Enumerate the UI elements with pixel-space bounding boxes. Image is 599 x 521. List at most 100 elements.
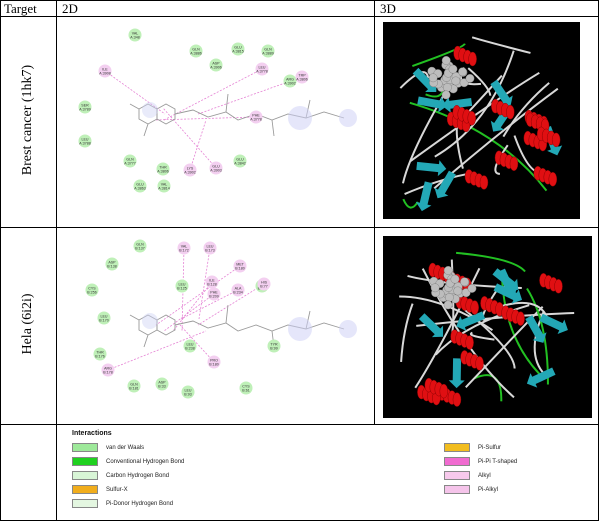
residue-name: PHE — [252, 114, 260, 118]
residue-number: B:33 — [158, 385, 165, 389]
beta-sheet — [497, 268, 518, 298]
residue-number: A:3863 — [134, 187, 145, 191]
interaction-line — [107, 330, 207, 371]
legend-label: Pi-Alkyl — [478, 486, 499, 493]
residue-number: B:178 — [103, 371, 112, 375]
alpha-helix — [460, 350, 484, 371]
residue-number: B:138 — [107, 265, 116, 269]
structure-3d-6i2i — [383, 236, 592, 418]
residue-number: B:61 — [242, 389, 249, 393]
residue-number: A:3902 — [284, 82, 295, 86]
residue-number: B:176 — [95, 355, 104, 359]
residue-name: TYR — [270, 343, 278, 347]
coil-segment — [399, 295, 493, 331]
residue-number: B:77 — [260, 285, 267, 289]
legend-label: Pi-Donor Hydrogen Bond — [106, 500, 174, 507]
interaction-line — [197, 283, 265, 326]
residue-number: B:99 — [270, 347, 277, 351]
alpha-helix — [424, 377, 449, 399]
render-background — [383, 22, 580, 219]
header-3d: 3D — [380, 1, 396, 16]
legend-label: Carbon Hydrogen Bond — [106, 472, 170, 479]
residue-number: B:93 — [184, 393, 191, 397]
ligand-structure — [129, 304, 345, 348]
left-legend-item: Conventional Hydrogen Bond — [72, 457, 184, 466]
residue-name: GLN — [126, 158, 134, 162]
residue-name: THR — [96, 351, 104, 355]
header-2d: 2D — [62, 1, 78, 16]
residue-name: ALA — [235, 287, 242, 291]
legend-label: Alkyl — [478, 472, 491, 479]
ligand-spheres — [429, 266, 477, 310]
interaction-line — [162, 107, 217, 169]
legend-label: Sulfur-X — [106, 486, 128, 493]
residue-number: A:3777 — [124, 162, 135, 166]
beta-sheet — [456, 311, 486, 331]
residue-number: A:3788 — [79, 142, 90, 146]
beta-sheet — [418, 313, 444, 338]
residue-name: GLN — [130, 383, 138, 387]
legend-swatch — [72, 499, 98, 508]
beta-sheet — [434, 170, 456, 199]
legend-label: Pi-Sulfur — [478, 444, 502, 451]
left-legend-item: Pi-Donor Hydrogen Bond — [72, 499, 173, 508]
interaction-line — [154, 116, 257, 121]
residue-name: GLU — [234, 46, 242, 50]
residue-number: B:180 — [209, 363, 218, 367]
residue-number: A:3806 — [296, 78, 307, 82]
residue-number: A:3889 — [262, 52, 273, 56]
left-legend-item: Carbon Hydrogen Bond — [72, 471, 169, 480]
residue-name: LEU — [179, 283, 186, 287]
residue-name: LEU — [185, 389, 192, 393]
residue-name: ASP — [158, 381, 166, 385]
coil-segment — [467, 67, 492, 96]
residue-number: A:3886 — [190, 52, 201, 56]
residue-name: GLN — [192, 48, 200, 52]
residue-number: B:209 — [209, 295, 218, 299]
residue-name: ASP — [212, 62, 220, 66]
residue-name: GLN — [264, 48, 272, 52]
beta-sheet — [415, 181, 433, 212]
left-legend-item: Sulfur-X — [72, 485, 128, 494]
structure-3d-1hk7 — [383, 22, 580, 219]
interaction-line — [189, 119, 207, 171]
legend-swatch — [444, 471, 470, 480]
residue-number: A:3842 — [234, 162, 245, 166]
beta-sheet — [416, 160, 447, 177]
right-legend-item: Pi-Pi T-shaped — [444, 457, 517, 466]
residue-number: B:137 — [135, 247, 144, 251]
residue-number: B:180 — [235, 267, 244, 271]
residue-name: THR — [159, 166, 167, 170]
alpha-helix — [464, 169, 489, 190]
residue-name: GLU — [236, 158, 244, 162]
coil-segment — [471, 36, 531, 54]
residue-name: LEU — [82, 138, 89, 142]
residue-name: PHE — [210, 291, 218, 295]
residue-name: VAL — [132, 32, 139, 36]
legend-swatch — [444, 485, 470, 494]
beta-sheet — [448, 358, 465, 389]
beta-sheet — [526, 367, 556, 388]
alpha-helix — [536, 126, 561, 148]
